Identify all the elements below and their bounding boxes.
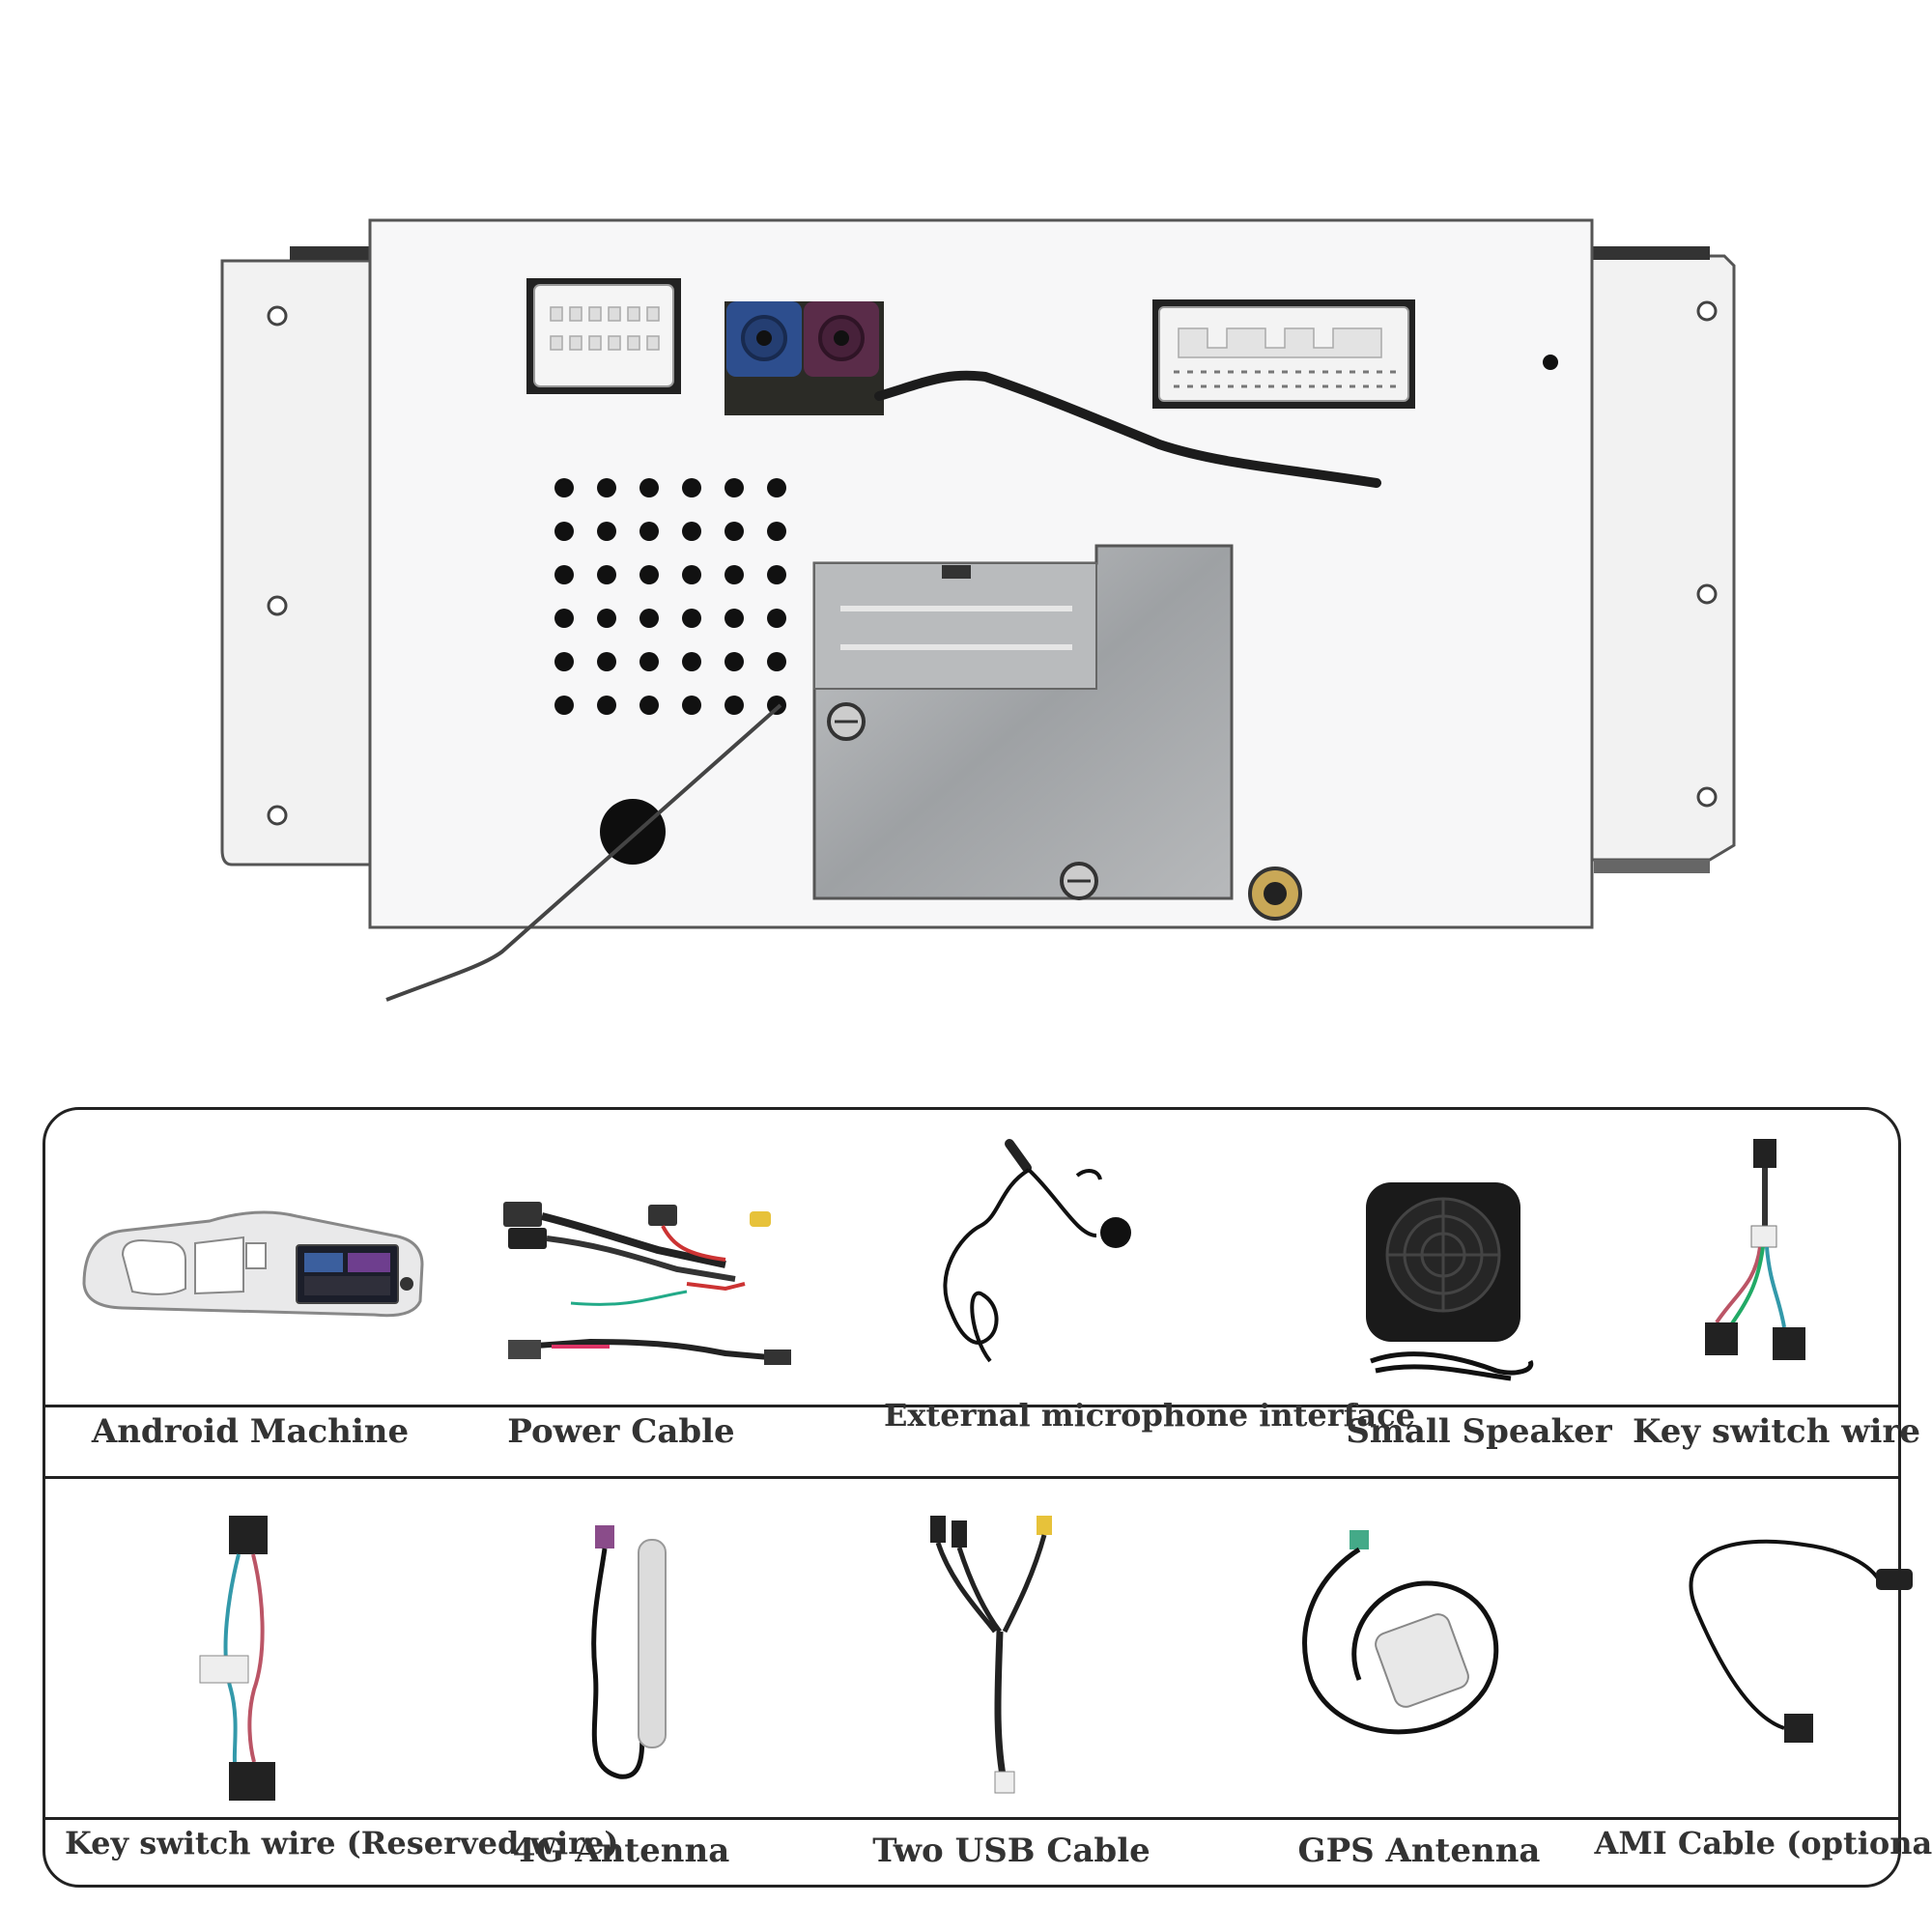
row2-divider xyxy=(45,1817,1898,1820)
label-power-cable: Power Cable xyxy=(507,1412,735,1451)
android-machine-icon xyxy=(82,1210,424,1318)
accessory-key-switch-reserved: Key switch wire (Reserved wire) xyxy=(65,1496,619,1883)
usb-cable-icon xyxy=(930,1516,1052,1794)
row-separator xyxy=(45,1476,1898,1479)
antenna-4g-icon xyxy=(591,1525,667,1779)
label-speaker: Small Speaker xyxy=(1346,1412,1612,1451)
label-usb-cable: Two USB Cable xyxy=(872,1832,1151,1870)
label-gps-antenna: GPS Antenna xyxy=(1297,1832,1541,1870)
gps-antenna-icon xyxy=(1302,1530,1499,1735)
key-switch-reserved-icon xyxy=(199,1516,275,1801)
label-key-switch-wire: Key switch wire xyxy=(1632,1412,1921,1451)
power-cable-icon xyxy=(503,1202,791,1365)
row1-divider xyxy=(45,1405,1898,1407)
head-unit-back-photo xyxy=(220,218,1736,1002)
accessory-ami-cable: AMI Cable (optional) xyxy=(1591,1496,1932,1883)
label-microphone: External microphone interface xyxy=(884,1397,1415,1434)
accessory-gps-antenna: GPS Antenna xyxy=(1234,1496,1605,1883)
label-4g-antenna: 4G Antenna xyxy=(512,1832,730,1870)
speaker-icon xyxy=(1366,1182,1534,1381)
accessory-speaker: Small Speaker xyxy=(1293,1129,1664,1477)
accessory-usb-cable: Two USB Cable xyxy=(826,1496,1197,1883)
accessory-power-cable: Power Cable xyxy=(436,1129,807,1477)
label-ami-cable: AMI Cable (optional) xyxy=(1594,1825,1932,1861)
label-android-machine: Android Machine xyxy=(91,1412,410,1451)
accessory-4g-antenna: 4G Antenna xyxy=(436,1496,807,1883)
accessory-microphone: External microphone interface xyxy=(884,1129,1415,1477)
accessory-key-switch-wire: Key switch wire xyxy=(1591,1129,1932,1477)
accessory-android-machine: Android Machine xyxy=(65,1129,436,1477)
accessories-panel: Android Machine Power Cable Exte xyxy=(43,1107,1932,1888)
microphone-icon xyxy=(943,1139,1131,1363)
key-switch-wire-icon xyxy=(1705,1139,1805,1360)
label-key-switch-reserved: Key switch wire (Reserved wire) xyxy=(65,1825,619,1861)
ami-cable-icon xyxy=(1689,1539,1913,1743)
